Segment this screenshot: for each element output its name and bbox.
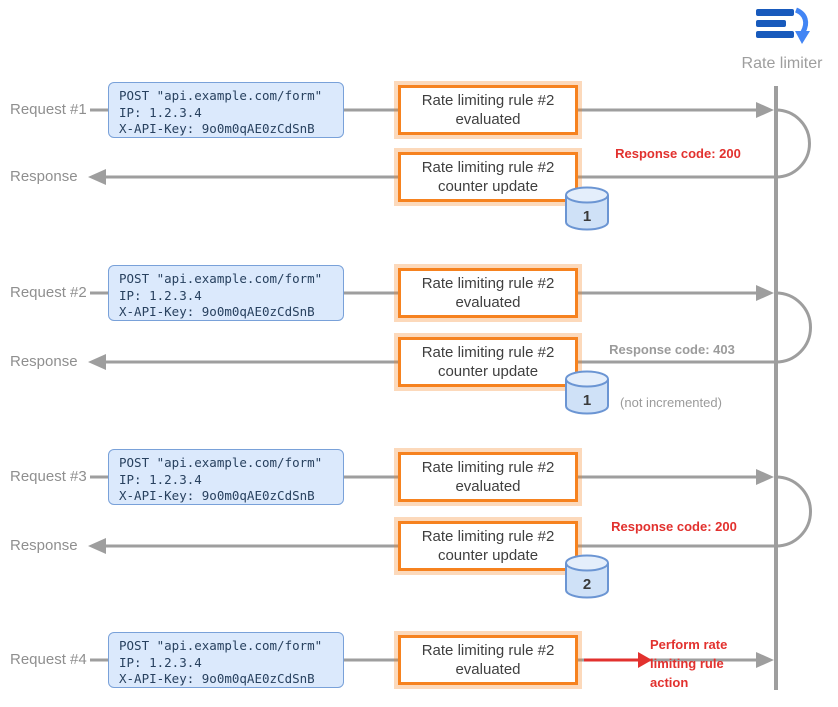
lane-label-response-2: Response — [10, 353, 78, 370]
loop-arc-1 — [775, 108, 811, 179]
counter-value-1: 1 — [583, 208, 591, 225]
lane-label-request-2: Request #2 — [10, 284, 87, 301]
rule-action-annotation: Perform rate limiting rule action — [650, 636, 762, 693]
step-rule-evaluated-3: Rate limiting rule #2 evaluated — [398, 452, 578, 502]
response-code-annotation-2: Response code: 403 — [609, 342, 735, 357]
step-line1: Rate limiting rule #2 — [421, 458, 555, 476]
counter-database-icon-3: 2 — [565, 554, 609, 599]
step-line1: Rate limiting rule #2 — [421, 158, 555, 176]
step-rule-evaluated-2: Rate limiting rule #2 evaluated — [398, 268, 578, 318]
step-line2: evaluated — [455, 111, 521, 128]
request-apikey-line: X-API-Key: 9o0m0qAE0zCdSnB — [119, 488, 315, 503]
step-line1: Rate limiting rule #2 — [421, 91, 555, 109]
step-line1: Rate limiting rule #2 — [421, 343, 555, 361]
request-ip-line: IP: 1.2.3.4 — [119, 654, 202, 670]
loop-arc-3 — [775, 475, 812, 548]
request-payload-card-4: POST "api.example.com/form" IP: 1.2.3.4 … — [108, 632, 344, 688]
counter-value-3: 2 — [583, 576, 591, 593]
step-counter-update-1: Rate limiting rule #2 counter update — [398, 152, 578, 202]
lane-label-request-1: Request #1 — [10, 101, 87, 118]
request-method-line: POST "api.example.com/form" — [119, 271, 323, 286]
step-line1: Rate limiting rule #2 — [421, 274, 555, 292]
lane-label-request-4: Request #4 — [10, 651, 87, 668]
step-line2: counter update — [437, 547, 539, 564]
step-line1: Rate limiting rule #2 — [421, 641, 555, 659]
lane-label-response-3: Response — [10, 537, 78, 554]
request-1-arrowhead — [756, 102, 774, 118]
request-ip-line: IP: 1.2.3.4 — [119, 287, 202, 303]
request-3-arrowhead — [756, 469, 774, 485]
response-code-annotation-1: Response code: 200 — [615, 146, 741, 161]
actor-label: Rate limiter — [741, 55, 823, 72]
counter-value-2: 1 — [583, 392, 591, 409]
step-rule-evaluated-4: Rate limiting rule #2 evaluated — [398, 635, 578, 685]
rate-limiter-icon — [756, 7, 810, 44]
response-3-arrowhead — [88, 538, 106, 554]
request-apikey-line: X-API-Key: 9o0m0qAE0zCdSnB — [119, 121, 315, 136]
step-line2: evaluated — [455, 294, 521, 311]
request-ip-line: IP: 1.2.3.4 — [119, 471, 202, 487]
step-rule-evaluated-1: Rate limiting rule #2 evaluated — [398, 85, 578, 135]
step-line2: counter update — [437, 363, 539, 380]
counter-database-icon-2: 1 — [565, 370, 609, 415]
rule-action-line2: limiting rule action — [650, 655, 724, 690]
step-counter-update-2: Rate limiting rule #2 counter update — [398, 337, 578, 387]
lane-label-request-3: Request #3 — [10, 468, 87, 485]
response-code-annotation-3: Response code: 200 — [611, 519, 737, 534]
step-line2: evaluated — [455, 478, 521, 495]
counter-database-icon-1: 1 — [565, 186, 609, 231]
request-4-arrowhead — [756, 652, 774, 668]
request-ip-line: IP: 1.2.3.4 — [119, 104, 202, 120]
lane-label-response-1: Response — [10, 168, 78, 185]
step-line2: counter update — [437, 178, 539, 195]
request-method-line: POST "api.example.com/form" — [119, 455, 323, 470]
step-line2: evaluated — [455, 661, 521, 678]
response-2-arrowhead — [88, 354, 106, 370]
request-payload-card-3: POST "api.example.com/form" IP: 1.2.3.4 … — [108, 449, 344, 505]
request-method-line: POST "api.example.com/form" — [119, 88, 323, 103]
step-counter-update-3: Rate limiting rule #2 counter update — [398, 521, 578, 571]
step-line1: Rate limiting rule #2 — [421, 527, 555, 545]
request-apikey-line: X-API-Key: 9o0m0qAE0zCdSnB — [119, 304, 315, 319]
request-payload-card-1: POST "api.example.com/form" IP: 1.2.3.4 … — [108, 82, 344, 138]
counter-not-incremented-note: (not incremented) — [620, 395, 722, 410]
request-payload-card-2: POST "api.example.com/form" IP: 1.2.3.4 … — [108, 265, 344, 321]
rule-action-line1: Perform rate — [650, 637, 728, 652]
response-1-arrowhead — [88, 169, 106, 185]
request-method-line: POST "api.example.com/form" — [119, 638, 323, 653]
request-2-arrowhead — [756, 285, 774, 301]
action-arrowhead — [638, 652, 652, 668]
loop-arc-2 — [775, 291, 812, 364]
request-apikey-line: X-API-Key: 9o0m0qAE0zCdSnB — [119, 671, 315, 686]
